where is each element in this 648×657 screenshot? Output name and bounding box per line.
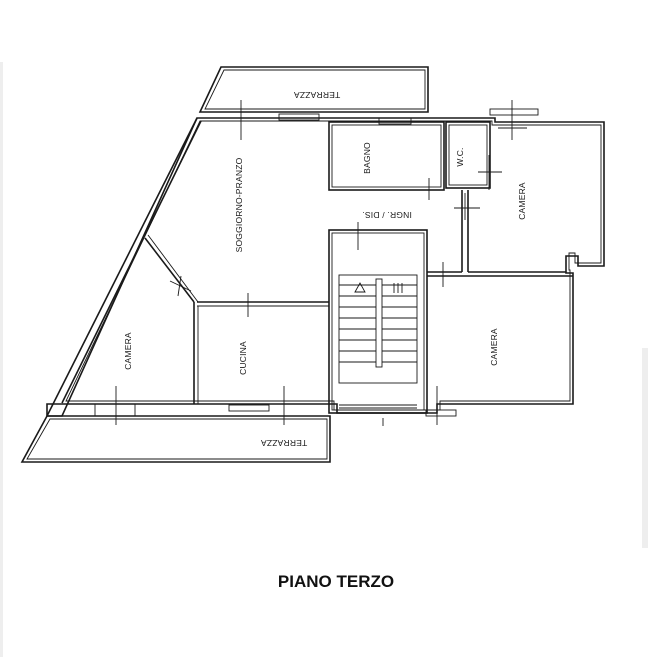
label-wc: W.C. <box>455 147 465 166</box>
label-living: SOGGIORNO-PRANZO <box>234 157 244 252</box>
floor-title: PIANO TERZO <box>277 572 395 591</box>
label-terrace-top: TERRAZZA <box>294 90 341 100</box>
staircase <box>338 274 418 409</box>
terrace-bottom <box>20 415 331 463</box>
window-door-marks <box>94 100 539 426</box>
left-edge-shadow <box>0 62 3 657</box>
label-bath: BAGNO <box>362 142 372 174</box>
label-bedroom-right-bottom: CAMERA <box>489 328 499 366</box>
interior-walls <box>144 121 573 414</box>
label-bedroom-right-top: CAMERA <box>517 182 527 220</box>
label-kitchen: CUCINA <box>238 341 248 375</box>
room-labels: TERRAZZA TERRAZZA SOGGIORNO-PRANZO BAGNO… <box>123 90 527 448</box>
label-bedroom-left: CAMERA <box>123 332 133 370</box>
terrace-top <box>198 66 429 113</box>
stair-direction-arrow-icon <box>354 282 366 293</box>
label-terrace-bottom: TERRAZZA <box>261 438 308 448</box>
apartment-outline <box>46 117 605 417</box>
label-entrance: INGR. / DIS. <box>362 210 412 220</box>
right-edge-shadow <box>642 348 648 548</box>
